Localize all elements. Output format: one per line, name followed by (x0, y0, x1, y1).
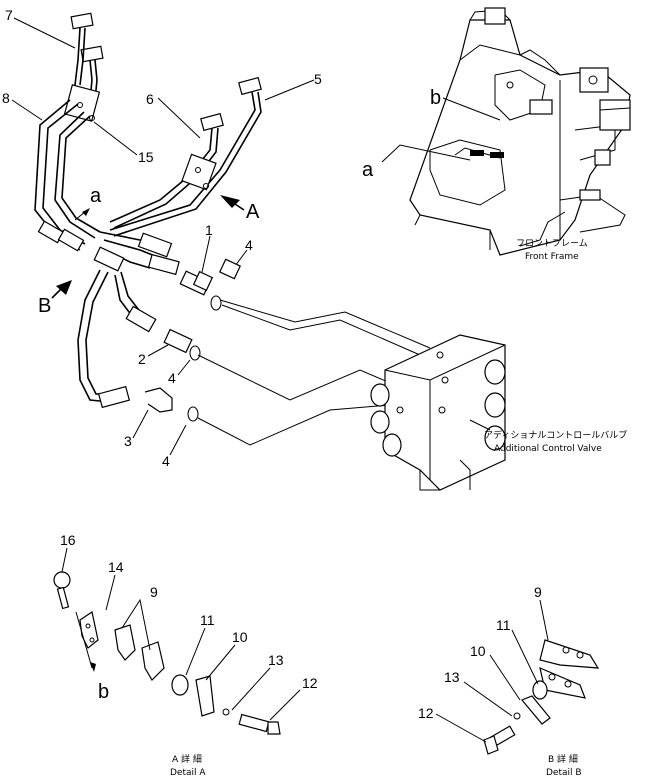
label-A-view: A (246, 201, 260, 223)
label-part-3: 3 (124, 433, 132, 449)
label-a-view: a (90, 185, 102, 207)
tube-assembly (34, 12, 262, 409)
caption-detailA-jp: A 詳 細 (172, 753, 202, 765)
caption-acv-jp: アディショナルコントロールバルブ (484, 429, 627, 441)
label-part-11-detailA: 11 (200, 612, 215, 628)
label-part-15: 15 (138, 149, 154, 165)
front-frame-drawing (409, 7, 631, 256)
caption-acv-en: Additional Control Valve (494, 444, 602, 454)
caption-detailA-en: Detail A (170, 768, 206, 778)
label-part-9-detailA: 9 (150, 584, 158, 600)
label-part-5: 5 (314, 71, 322, 87)
label-part-12-detailA: 12 (302, 675, 318, 691)
additional-control-valve-drawing (370, 334, 506, 491)
caption-front-frame-jp: フロントフレーム (516, 238, 588, 249)
label-B-view: B (38, 295, 51, 317)
adapter-fittings (144, 270, 222, 422)
label-b-detail: b (98, 681, 109, 703)
label-part-7: 7 (5, 7, 13, 23)
detail-A-drawing (53, 571, 281, 735)
detail-B-drawing (483, 639, 600, 755)
label-part-11-detailB: 11 (496, 617, 511, 633)
label-b-frame: b (430, 87, 441, 109)
label-part-8: 8 (2, 90, 10, 106)
label-part-13-detailA: 13 (268, 652, 284, 668)
label-part-4-upper: 4 (245, 237, 253, 253)
label-part-12-detailB: 12 (418, 705, 434, 721)
label-part-10-detailA: 10 (232, 629, 248, 645)
label-part-4-lower: 4 (162, 453, 170, 469)
label-part-13-detailB: 13 (444, 669, 460, 685)
label-part-4-middle: 4 (168, 370, 176, 386)
label-a-frame: a (362, 159, 374, 181)
caption-detailB-en: Detail B (546, 768, 582, 778)
label-part-9-detailB: 9 (534, 584, 542, 600)
arrow-B-icon (56, 280, 72, 295)
arrow-a-icon (82, 208, 90, 216)
label-part-1: 1 (205, 222, 213, 238)
label-part-6: 6 (146, 91, 154, 107)
label-part-2: 2 (138, 351, 146, 367)
label-part-14: 14 (108, 559, 124, 575)
caption-detailB-jp: B 詳 細 (548, 753, 578, 765)
caption-front-frame-en: Front Frame (525, 252, 579, 262)
label-part-16: 16 (60, 532, 76, 548)
label-part-10-detailB: 10 (470, 643, 486, 659)
